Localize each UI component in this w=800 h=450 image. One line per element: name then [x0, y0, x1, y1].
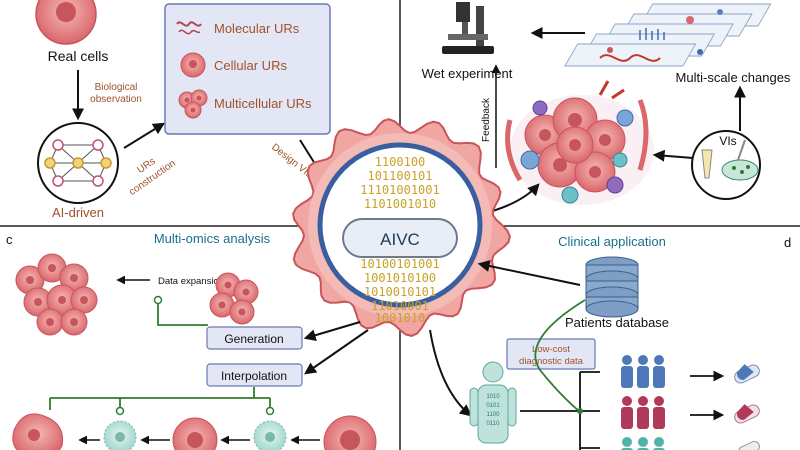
binary-row: 11101001001	[360, 183, 439, 197]
panel-d-letter: d	[784, 235, 791, 250]
aivc-to-generation-arrow	[303, 321, 361, 342]
binary-row: 1101001010	[364, 197, 436, 211]
real-cell-icon	[35, 0, 97, 45]
vis-icon	[691, 130, 761, 200]
molecular-urs-label: Molecular URs	[214, 21, 300, 36]
interpolation-tree	[49, 387, 271, 410]
generation-connector	[157, 300, 208, 326]
generation-label: Generation	[224, 332, 283, 346]
patient-data-flow	[534, 299, 586, 413]
patients-database-label: Patients database	[565, 315, 669, 330]
real-cells-label: Real cells	[48, 48, 109, 64]
feedback-label: Feedback	[481, 97, 492, 142]
binary-row: 1100100	[375, 155, 426, 169]
biological-label: Biological	[95, 82, 138, 93]
panel-d-title: Clinical application	[558, 234, 666, 249]
cellular-urs-icon	[180, 52, 206, 78]
panel-c-letter: c	[6, 232, 13, 247]
interpolation-label: Interpolation	[221, 369, 287, 383]
panel-c: c Multi-omics analysis Data expansion	[6, 231, 377, 450]
observation-label: observation	[90, 94, 142, 105]
panel-b: Wet experiment Multi-scale changes	[422, 2, 791, 216]
svg-text:0110: 0110	[487, 421, 501, 427]
vis-label: VIs	[719, 134, 736, 148]
binary-row: 1001010100	[364, 271, 436, 285]
svg-text:0101: 0101	[486, 403, 500, 409]
pill-grey-icon	[738, 440, 760, 450]
multicellular-urs-label: Multicellular URs	[214, 96, 312, 111]
panel-c-title: Multi-omics analysis	[154, 231, 271, 246]
ai-driven-label: AI-driven	[52, 205, 104, 220]
small-cell-cluster-icon	[209, 272, 259, 325]
pill-blue-icon	[734, 364, 760, 384]
svg-text:1100: 1100	[487, 412, 501, 418]
generation-box	[206, 326, 303, 350]
panel-d: Clinical application d Patients database…	[429, 234, 791, 450]
low-cost-box	[506, 338, 596, 370]
microscope-icon	[442, 2, 494, 54]
patient-group-red-icon	[621, 396, 665, 429]
tumor-microenvironment-icon	[505, 80, 654, 205]
svg-text:1010: 1010	[486, 394, 500, 400]
panel-a: Real cells Biological observation AI-dri…	[35, 0, 331, 220]
ai-network-icon	[37, 122, 119, 204]
diagnostic-data-label: diagnostic data	[519, 356, 584, 367]
wet-experiment-label: Wet experiment	[422, 66, 513, 81]
urs-construction-arrow	[123, 122, 166, 149]
multicellular-urs-icon	[178, 89, 208, 119]
binary-row: 1001010	[375, 311, 426, 325]
multi-scale-label: Multi-scale changes	[676, 70, 791, 85]
interpolation-box	[206, 363, 303, 387]
vis-to-tumor-arrow	[652, 149, 694, 162]
aivc-to-patient-arrow	[429, 329, 472, 417]
pill-red-icon	[734, 404, 760, 424]
interpolation-cells	[12, 413, 377, 450]
binary-row: 1010010101	[364, 285, 436, 299]
patient-groups-tree	[520, 371, 600, 450]
cellular-urs-label: Cellular URs	[214, 58, 287, 73]
multi-scale-cards	[564, 3, 772, 67]
aivc-title-pill	[342, 218, 458, 258]
aivc-to-interpolation-arrow	[304, 329, 369, 375]
low-cost-label: Low-cost	[532, 344, 570, 355]
binary-row: 10100101001	[360, 257, 439, 271]
molecular-urs-icon	[176, 21, 202, 35]
large-cell-cluster-icon	[15, 253, 98, 336]
database-to-aivc-arrow	[477, 260, 581, 286]
binary-row: 11010001	[371, 299, 429, 313]
database-icon	[585, 256, 639, 318]
data-expansion-label: Data expansion	[158, 276, 224, 287]
binary-row: 101100101	[367, 169, 432, 183]
digital-patient-icon: 1010 0101 1100 0110	[469, 361, 517, 444]
patient-group-blue-icon	[621, 355, 665, 388]
patient-group-teal-icon	[621, 437, 665, 450]
aivc-title: AIVC	[380, 230, 420, 249]
